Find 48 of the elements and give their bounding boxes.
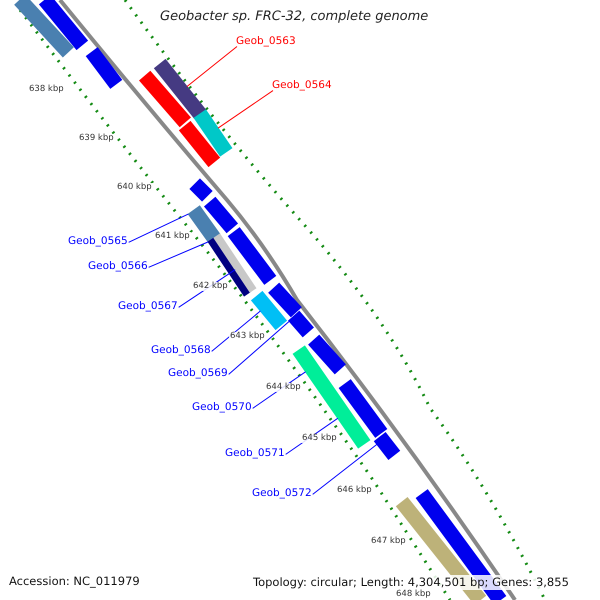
gene-bar xyxy=(178,120,220,168)
gene-bar xyxy=(194,109,232,157)
gene-label: Geob_0566 xyxy=(88,261,148,273)
leader-line xyxy=(211,310,261,352)
gene-bar xyxy=(38,0,88,50)
gene-label: Geob_0565 xyxy=(68,236,128,248)
gene-label: Geob_0570 xyxy=(192,402,252,414)
gene-label: Geob_0567 xyxy=(118,301,178,313)
gene-bar xyxy=(213,233,257,293)
leader-line xyxy=(228,320,290,375)
position-label: 642 kbp xyxy=(192,282,229,292)
position-label: 647 kbp xyxy=(370,537,407,546)
leader-line xyxy=(312,444,378,495)
gene-bar xyxy=(338,379,388,438)
position-label: 643 kbp xyxy=(229,332,266,342)
gene-bar xyxy=(14,0,74,58)
gene-bar xyxy=(204,196,238,234)
gene-bar xyxy=(268,282,302,318)
leader-line xyxy=(128,214,189,243)
position-label: 646 kbp xyxy=(336,486,373,496)
gene-bar xyxy=(250,290,288,330)
leader-line xyxy=(186,46,238,88)
leader-line xyxy=(218,90,274,129)
position-label: 638 kbp xyxy=(28,85,65,94)
position-label: 648 kbp xyxy=(395,590,432,600)
gene-bar xyxy=(86,47,122,89)
position-label: 639 kbp xyxy=(78,134,115,144)
leader-line xyxy=(148,241,209,268)
gene-bar xyxy=(228,227,276,285)
title: Geobacter sp. FRC-32, complete genome xyxy=(160,10,428,24)
gene-label: Geob_0572 xyxy=(252,488,312,500)
gene-label: Geob_0563 xyxy=(236,36,296,48)
gene-bar xyxy=(189,178,213,202)
gene-bar xyxy=(188,205,220,243)
position-label: 640 kbp xyxy=(116,183,153,192)
position-label: 641 kbp xyxy=(154,232,191,242)
gene-label: Geob_0571 xyxy=(225,448,285,460)
gene-bar xyxy=(139,70,191,128)
gene-bar xyxy=(374,432,400,460)
gene-label: Geob_0569 xyxy=(168,368,228,380)
gene-label: Geob_0568 xyxy=(151,345,211,357)
position-label: 645 kbp xyxy=(301,434,338,444)
info-text: Accession: NC_011979 xyxy=(9,575,140,588)
gene-bar xyxy=(288,310,314,338)
gene-bar xyxy=(154,58,206,120)
position-label: 644 kbp xyxy=(265,383,302,392)
gene-label: Geob_0564 xyxy=(272,80,332,92)
gene-bar xyxy=(308,334,346,374)
